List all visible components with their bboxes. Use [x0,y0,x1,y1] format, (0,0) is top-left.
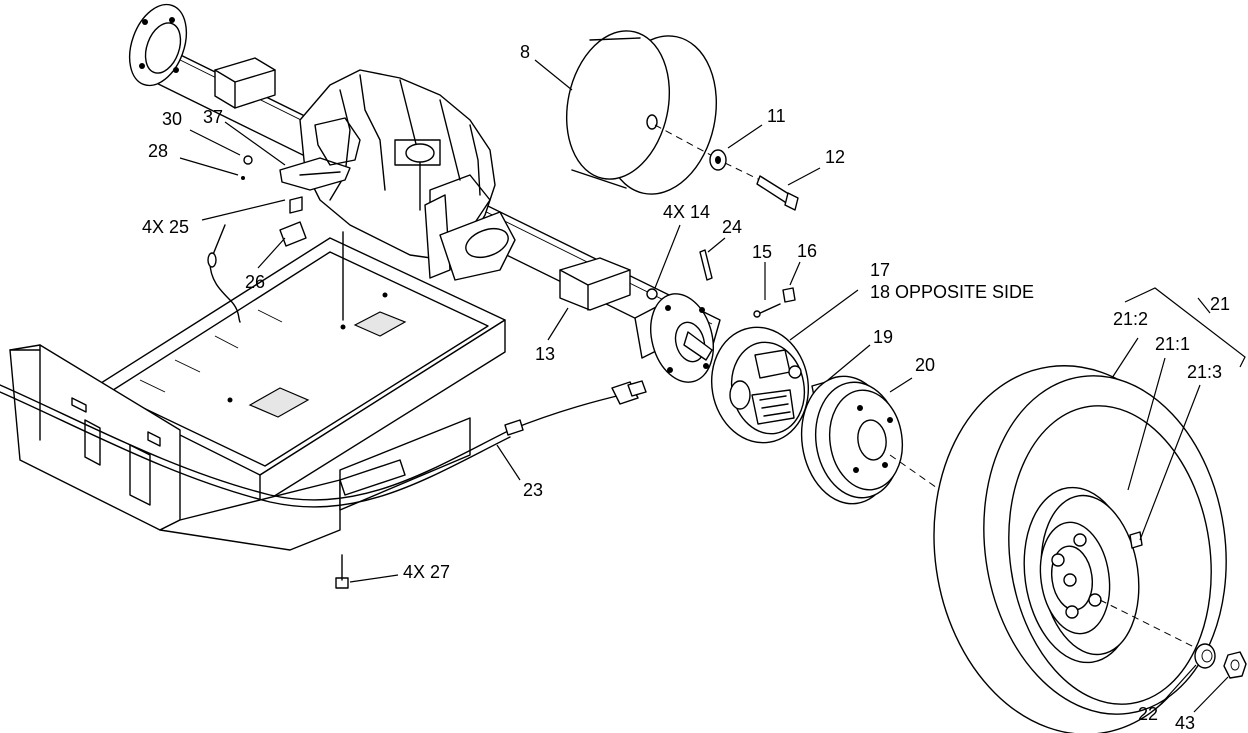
wheel-tire-assembly [933,365,1227,733]
lug-axis-line [1099,599,1201,651]
bolt-12 [756,175,799,211]
callout-21-3: 21:3 [1187,362,1222,382]
lug-nut-22 [1194,643,1216,669]
left-axle-bracket [214,57,276,109]
callout-28: 28 [148,141,168,161]
callout-21: 21 [1210,294,1230,314]
right-axle-bracket [559,257,631,311]
callout-labels: 8 11 12 30 37 28 4X 25 26 4X 14 24 15 16… [142,42,1230,733]
axis-line-11 [724,162,761,181]
callout-22: 22 [1138,704,1158,724]
flywheel-disc [565,30,718,195]
callout-19: 19 [873,327,893,347]
callout-12: 12 [825,147,845,167]
callout-26: 26 [245,272,265,292]
callout-20: 20 [915,355,935,375]
callout-21-1: 21:1 [1155,334,1190,354]
leader-lines [179,59,1246,713]
brake-backing-plate [710,326,810,444]
callout-8: 8 [520,42,530,62]
washer-11 [709,149,727,171]
callout-21-2: 21:2 [1113,309,1148,329]
callout-16: 16 [797,241,817,261]
frame-plate [89,237,506,506]
frame-bolts [279,196,349,589]
wheel-hub [634,288,714,383]
valve-cap-43 [1223,651,1247,679]
callout-4x27: 4X 27 [403,562,450,582]
brake-lever-assembly [241,117,361,191]
brake-pins [699,249,796,318]
callout-4x25: 4X 25 [142,217,189,237]
left-axle-flange [128,3,188,87]
brake-drum [800,375,904,505]
callout-43: 43 [1175,713,1195,733]
front-bumper-box [9,344,471,551]
callout-13: 13 [535,344,555,364]
callout-30: 30 [162,109,182,129]
axis-line-8 [654,124,721,161]
callout-18-opposite-side: 18 OPPOSITE SIDE [870,282,1034,302]
callout-15: 15 [752,242,772,262]
sensor-wire [207,224,241,323]
callout-11: 11 [767,106,786,126]
callout-23: 23 [523,480,543,500]
callout-4x14: 4X 14 [663,202,710,222]
callout-37: 37 [203,107,223,127]
wheel-axis-line [889,454,1041,561]
brake-cable [0,380,647,508]
callout-17: 17 [870,260,890,280]
callout-24: 24 [722,217,742,237]
transaxle-housing [299,69,516,281]
